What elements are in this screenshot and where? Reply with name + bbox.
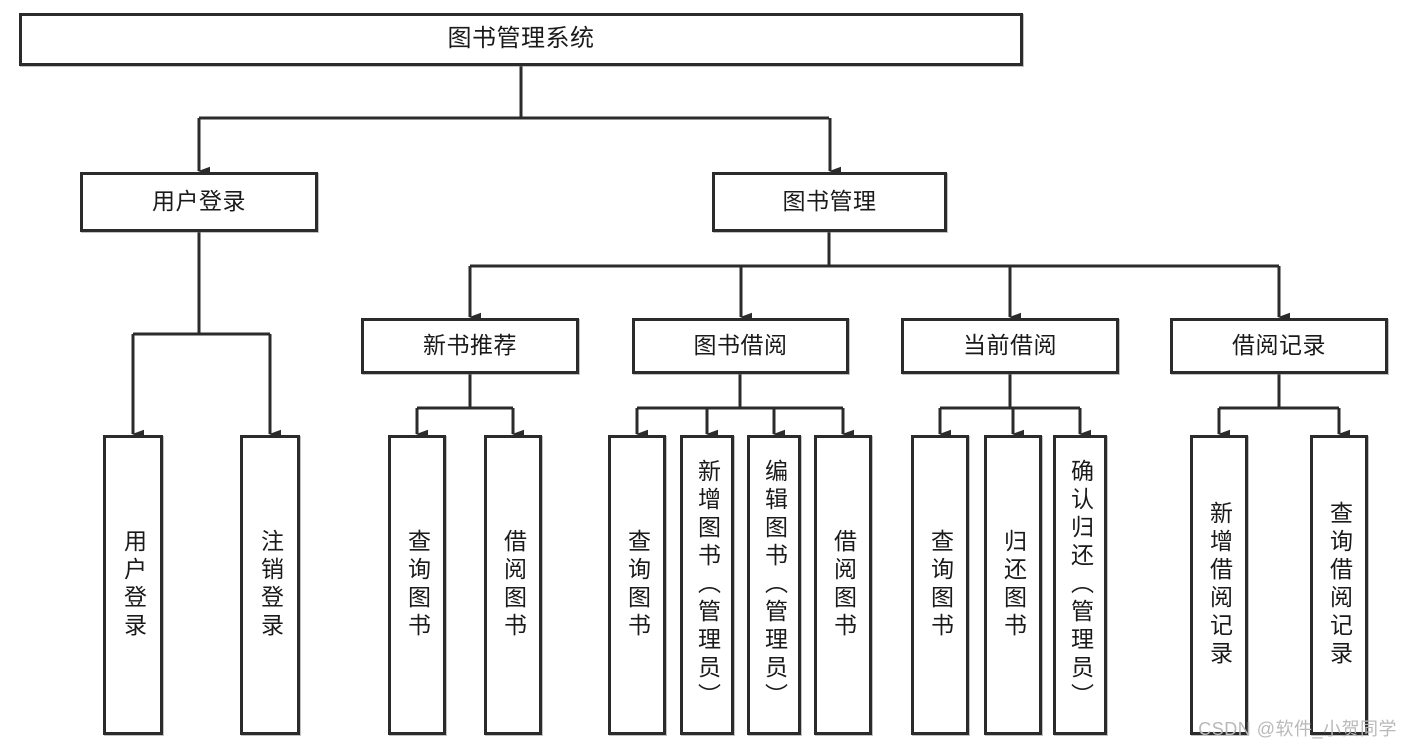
- leaf-edit-book[interactable]: 编辑图书（管理员）: [747, 435, 801, 735]
- node-root-label: 图书管理系统: [447, 25, 595, 53]
- node-book-borrow[interactable]: 图书借阅: [632, 318, 849, 374]
- node-new-book-rec-label: 新书推荐: [423, 332, 517, 359]
- leaf-query-book-2-label: 查询图书: [624, 529, 651, 641]
- leaf-confirm-return-label: 确认归还（管理员）: [1067, 459, 1094, 711]
- leaf-return-book[interactable]: 归还图书: [984, 435, 1042, 735]
- leaf-add-book-label: 新增图书（管理员）: [694, 459, 721, 711]
- leaf-query-book-1[interactable]: 查询图书: [388, 435, 446, 735]
- leaf-query-book-1-label: 查询图书: [404, 529, 431, 641]
- leaf-query-book-3[interactable]: 查询图书: [911, 435, 969, 735]
- leaf-query-book-3-label: 查询图书: [927, 529, 954, 641]
- node-new-book-rec[interactable]: 新书推荐: [361, 318, 579, 374]
- leaf-borrow-book-2-label: 借阅图书: [830, 529, 857, 641]
- leaf-logout-login[interactable]: 注销登录: [240, 435, 300, 735]
- node-root[interactable]: 图书管理系统: [19, 13, 1023, 66]
- watermark: CSDN @软件_小贺同学: [1198, 719, 1397, 739]
- leaf-add-book[interactable]: 新增图书（管理员）: [680, 435, 734, 735]
- leaf-add-record-label: 新增借阅记录: [1206, 501, 1233, 669]
- leaf-edit-book-label: 编辑图书（管理员）: [761, 459, 788, 711]
- leaf-query-record-label: 查询借阅记录: [1326, 501, 1353, 669]
- node-book-manage[interactable]: 图书管理: [712, 172, 947, 232]
- leaf-query-book-2[interactable]: 查询图书: [608, 435, 666, 735]
- node-book-manage-label: 图书管理: [782, 188, 877, 215]
- leaf-borrow-book-1[interactable]: 借阅图书: [484, 435, 542, 735]
- node-current-borrow[interactable]: 当前借阅: [901, 318, 1119, 374]
- node-user-login-label: 用户登录: [152, 188, 246, 215]
- node-current-borrow-label: 当前借阅: [963, 332, 1057, 359]
- leaf-logout-login-label: 注销登录: [257, 529, 284, 641]
- node-book-borrow-label: 图书借阅: [693, 332, 788, 359]
- node-borrow-record-label: 借阅记录: [1232, 332, 1326, 359]
- leaf-query-record[interactable]: 查询借阅记录: [1310, 435, 1368, 735]
- node-borrow-record[interactable]: 借阅记录: [1170, 318, 1388, 374]
- leaf-user-login-label: 用户登录: [120, 529, 147, 641]
- leaf-user-login[interactable]: 用户登录: [103, 435, 163, 735]
- node-user-login[interactable]: 用户登录: [80, 172, 318, 232]
- leaf-add-record[interactable]: 新增借阅记录: [1190, 435, 1248, 735]
- leaf-borrow-book-1-label: 借阅图书: [500, 529, 527, 641]
- leaf-return-book-label: 归还图书: [1000, 529, 1027, 641]
- leaf-borrow-book-2[interactable]: 借阅图书: [814, 435, 872, 735]
- leaf-confirm-return[interactable]: 确认归还（管理员）: [1053, 435, 1107, 735]
